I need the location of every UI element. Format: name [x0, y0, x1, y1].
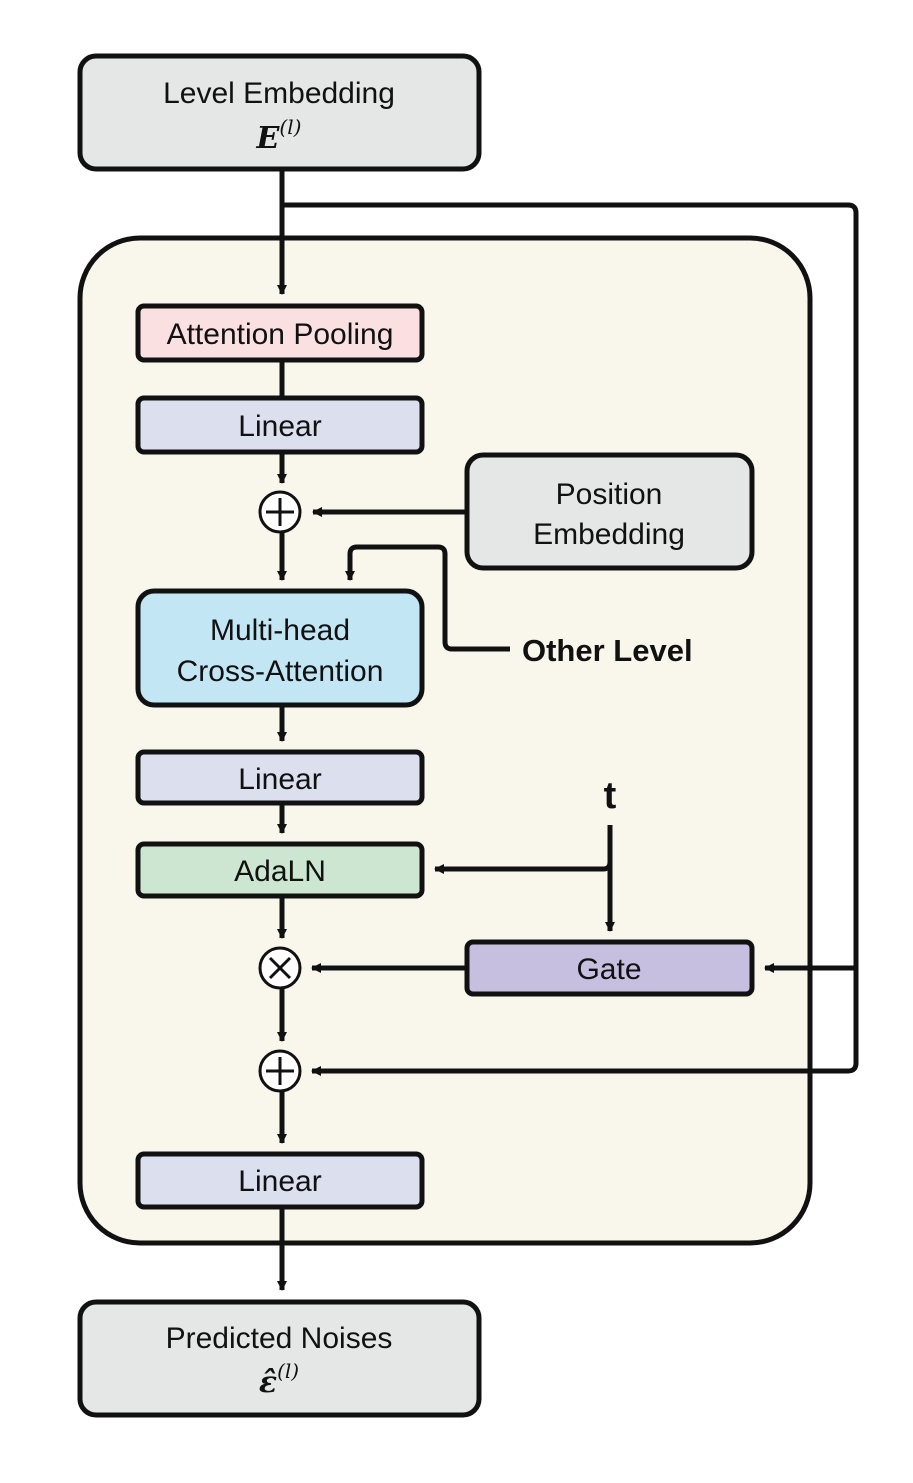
- multiply-operator: [258, 946, 302, 990]
- predicted-noises-symbol: ε̂(l): [259, 1359, 299, 1400]
- linear-1-label: Linear: [238, 410, 321, 443]
- edge-other-level-to-cross-attention: [345, 544, 510, 652]
- linear-node-3: Linear: [135, 1151, 425, 1210]
- level-embedding-title: Level Embedding: [163, 77, 395, 110]
- adaln-node: AdaLN: [135, 841, 425, 899]
- linear-node-2: Linear: [135, 749, 425, 806]
- add-operator-2: [258, 1049, 302, 1093]
- cross-attention-line1: Multi-head: [210, 614, 350, 647]
- linear-3-label: Linear: [238, 1165, 321, 1198]
- attention-pooling-node: Attention Pooling: [135, 303, 425, 363]
- linear-node-1: Linear: [135, 395, 425, 455]
- linear-2-label: Linear: [238, 763, 321, 796]
- level-embedding-symbol: E(l): [256, 115, 302, 156]
- predicted-noises-title: Predicted Noises: [166, 1322, 393, 1355]
- position-embedding-node: Position Embedding: [464, 452, 755, 571]
- predicted-noises-node: Predicted Noises ε̂(l): [77, 1299, 482, 1418]
- adaln-label: AdaLN: [234, 855, 326, 888]
- other-level-label: Other Level: [522, 633, 693, 668]
- cross-attention-node: Multi-head Cross-Attention: [135, 588, 425, 708]
- main-block-container: [77, 235, 813, 1246]
- edge-residual-skip: [282, 202, 859, 1076]
- add-operator-1: [258, 490, 302, 534]
- attention-pooling-label: Attention Pooling: [167, 318, 394, 351]
- timestep-label: t: [604, 775, 617, 817]
- position-embedding-line1: Position: [556, 478, 663, 511]
- position-embedding-line2: Embedding: [533, 518, 685, 551]
- gate-label: Gate: [576, 953, 641, 986]
- cross-attention-line2: Cross-Attention: [177, 655, 384, 688]
- level-embedding-node: Level Embedding E(l): [77, 53, 482, 172]
- gate-node: Gate: [464, 939, 755, 997]
